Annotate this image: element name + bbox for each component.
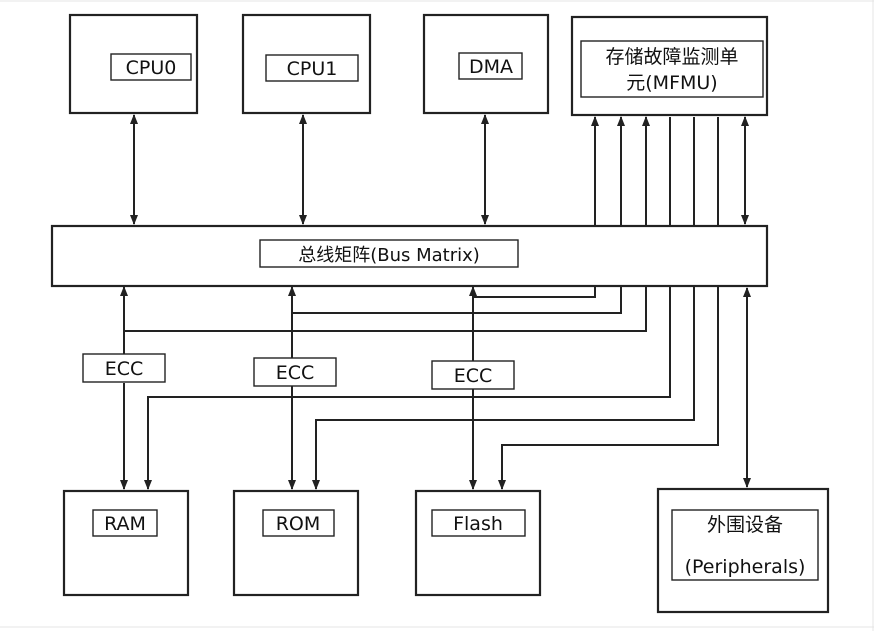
- ecc-rom-block: ECC: [253, 357, 337, 387]
- rom-label: ROM: [276, 513, 321, 535]
- cpu1-label-frame: [265, 54, 359, 82]
- connectors: [120, 114, 751, 490]
- peripherals-label-line1: 外围设备: [707, 514, 783, 536]
- peripherals-label-frame: [671, 509, 819, 581]
- mfmu-label-line1: 存储故障监测单: [605, 46, 738, 68]
- flash-label-frame: [431, 509, 526, 537]
- mfmu-rom-control-line: [312, 117, 695, 490]
- bus-matrix-label: 总线矩阵(Bus Matrix): [298, 245, 480, 266]
- mfmu-ram-control-line: [144, 117, 671, 490]
- mfmu-flash-control-line: [498, 117, 719, 490]
- dma-label: DMA: [469, 56, 513, 78]
- mfmu-label-frame: [580, 40, 764, 98]
- cpu0-label: CPU0: [126, 57, 177, 79]
- cpu0-label-frame: [110, 53, 192, 81]
- bus-matrix-label-frame: [259, 239, 519, 268]
- bus-matrix-block: 总线矩阵(Bus Matrix): [50, 224, 769, 288]
- mfmu-label-line2: 元(MFMU): [626, 72, 717, 94]
- ecc-rom-label: ECC: [276, 362, 315, 384]
- ecc-flash-label: ECC: [454, 365, 493, 387]
- rom-label-frame: [262, 509, 335, 537]
- rom-block: ROM: [232, 489, 360, 597]
- ecc-flash-report-line: [473, 116, 599, 298]
- flash-block: Flash: [414, 489, 542, 597]
- ecc-flash-block: ECC: [431, 360, 515, 390]
- cpu0-block: CPU0: [68, 13, 199, 115]
- dma-block: DMA: [422, 13, 550, 115]
- cpu1-label: CPU1: [287, 58, 338, 80]
- ram-label-frame: [92, 509, 158, 537]
- peripherals-block: 外围设备 (Peripherals): [656, 487, 830, 614]
- ecc-ram-label: ECC: [105, 358, 144, 380]
- ram-block: RAM: [62, 489, 190, 597]
- mfmu-block: 存储故障监测单 元(MFMU): [570, 15, 769, 117]
- ecc-rom-report-line: [292, 116, 625, 314]
- ram-label: RAM: [104, 513, 146, 535]
- ecc-ram-block: ECC: [82, 353, 166, 383]
- flash-label: Flash: [453, 513, 503, 535]
- cpu1-block: CPU1: [241, 13, 372, 115]
- peripherals-label-line2: (Peripherals): [685, 556, 806, 578]
- dma-label-frame: [458, 52, 523, 80]
- ecc-ram-report-line: [124, 116, 650, 332]
